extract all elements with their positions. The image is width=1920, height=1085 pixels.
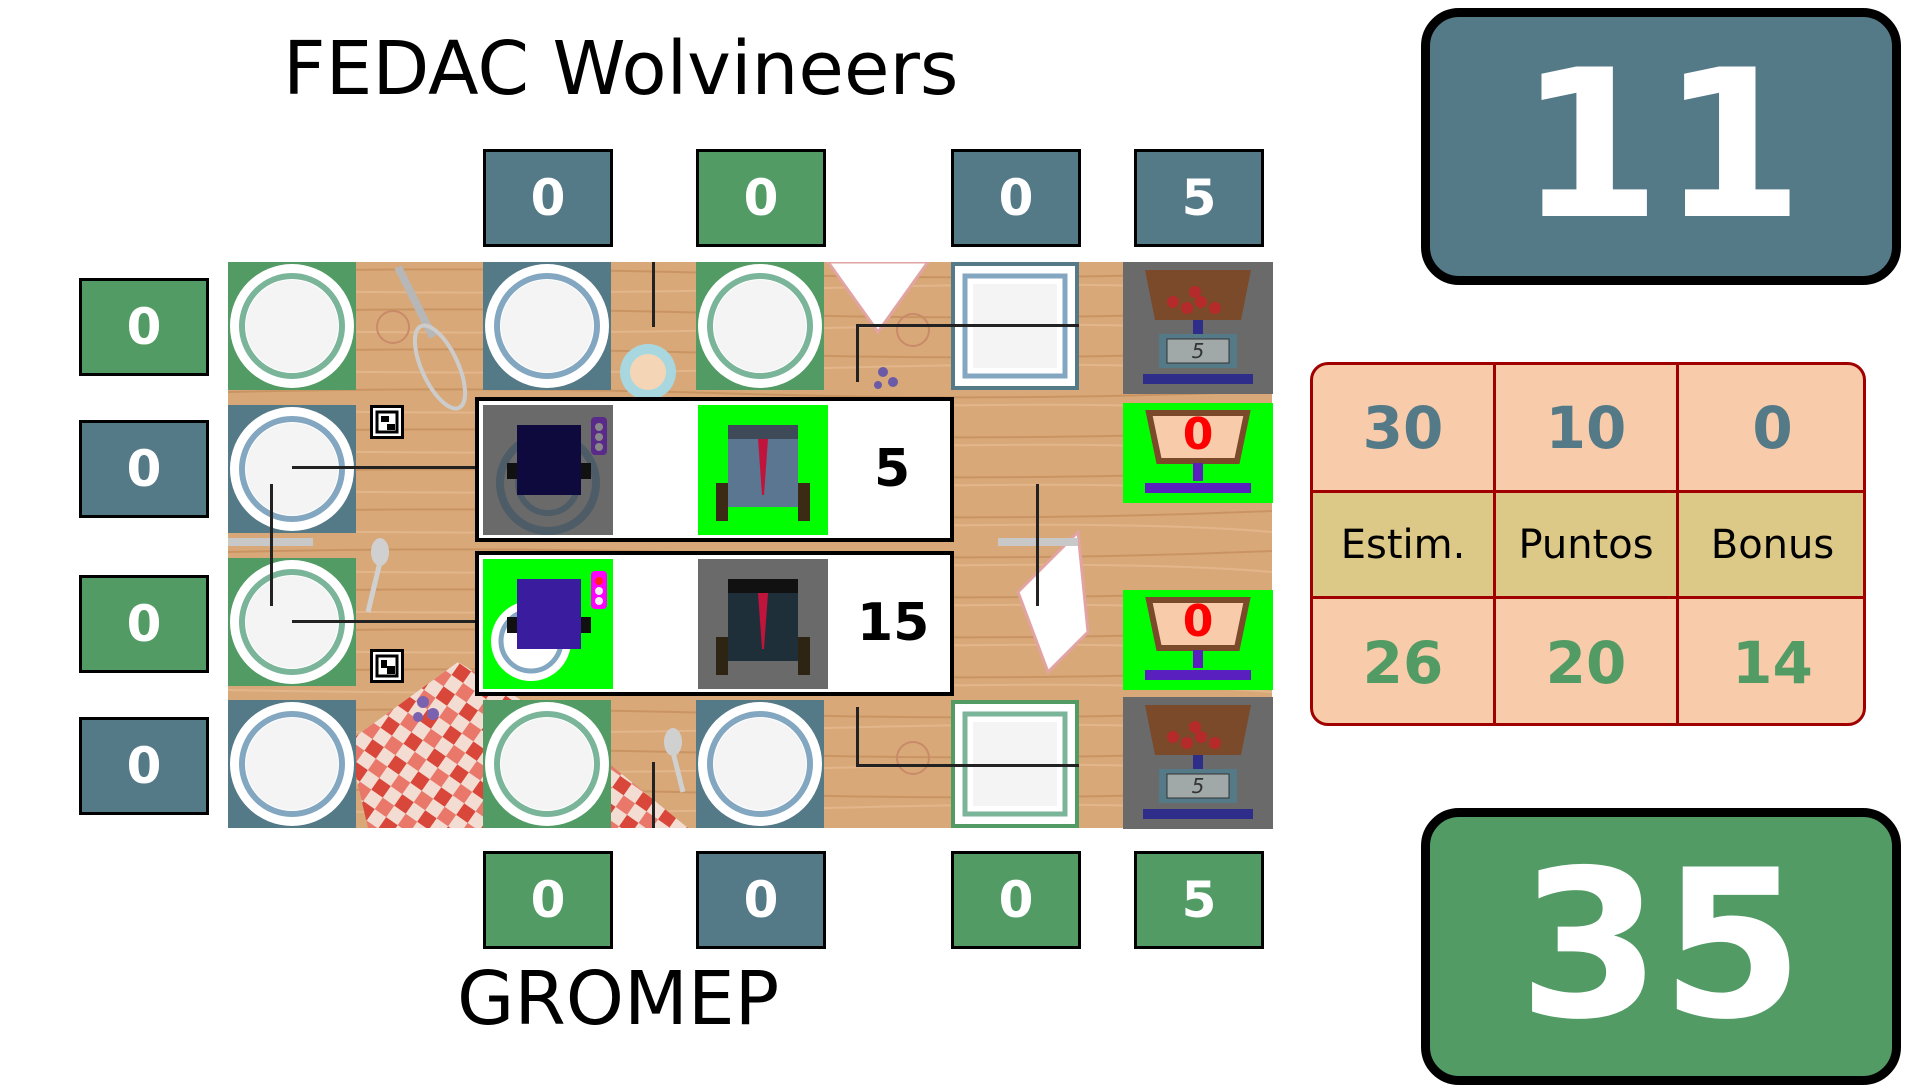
top-team-total-score: 11 [1421, 8, 1901, 285]
bottom-score-col-3: 0 [951, 851, 1081, 949]
left-score-row-1: 0 [79, 278, 209, 376]
robot-icon [716, 579, 810, 675]
robot-front-view-lower [698, 559, 828, 689]
scale-tile-top: 5 [1123, 262, 1273, 394]
svg-text:5: 5 [1192, 339, 1205, 363]
field-line [856, 324, 859, 382]
plate-icon [485, 264, 609, 388]
whisk-decoration [394, 265, 468, 411]
robot-panel-upper: 5 [475, 397, 954, 542]
plate-icon [230, 702, 354, 826]
top-score-col-4: 5 [1134, 149, 1264, 247]
plate-tile-r1c2 [483, 262, 611, 390]
stats-bottom-puntos: 20 [1496, 599, 1679, 723]
field-line [856, 707, 859, 765]
robot-top-view-upper [483, 405, 613, 535]
plate-tile-r4c3 [696, 700, 824, 828]
field-line [856, 764, 1079, 767]
plate-tile-r4c1 [228, 700, 356, 828]
robot-icon [496, 417, 607, 535]
scale-counter-upper-value: 0 [1182, 409, 1214, 460]
field-line [292, 466, 482, 469]
field-line [652, 262, 655, 327]
top-score-col-1: 0 [483, 149, 613, 247]
scale-counter-upper: 0 [1123, 403, 1273, 503]
plate-tile-r1c3 [696, 262, 824, 390]
robot-panel-lower: 15 [475, 551, 954, 696]
bottom-team-total-score: 35 [1421, 808, 1901, 1085]
bottom-score-col-2: 0 [696, 851, 826, 949]
bottom-score-col-4: 5 [1134, 851, 1264, 949]
plate-icon [230, 407, 354, 531]
field-line [1036, 484, 1039, 606]
stats-bottom-bonus: 14 [1732, 628, 1813, 697]
robot-score-upper: 5 [874, 439, 911, 499]
plate-icon [698, 264, 822, 388]
top-score-col-3: 0 [951, 149, 1081, 247]
stats-label-bonus: Bonus [1679, 493, 1863, 599]
plate-tile-r2c1 [228, 405, 356, 533]
robot-icon [716, 425, 810, 521]
fiducial-marker-icon [370, 405, 404, 439]
fiducial-marker-icon [370, 649, 404, 683]
bottom-score-col-1: 0 [483, 851, 613, 949]
left-score-row-3: 0 [79, 575, 209, 673]
scale-counter-lower: 0 [1123, 590, 1273, 690]
stats-top-estim: 30 [1313, 365, 1496, 493]
left-score-row-2: 0 [79, 420, 209, 518]
stats-label-estim: Estim. [1313, 493, 1496, 599]
stats-top-bonus: 0 [1679, 365, 1863, 493]
scale-icon: 5 [1143, 270, 1253, 384]
top-score-col-2: 0 [696, 149, 826, 247]
bottom-team-name: GROMEP [457, 956, 780, 1042]
left-score-row-4: 0 [79, 717, 209, 815]
plate-tile-r4c2 [483, 700, 611, 828]
plate-tile-r1c1 [228, 262, 356, 390]
field-line [270, 484, 273, 606]
stats-top-puntos: 10 [1496, 365, 1679, 493]
robot-top-view-lower [483, 559, 613, 689]
robot-icon [491, 571, 607, 681]
svg-text:5: 5 [1192, 774, 1205, 798]
playing-field [228, 262, 1272, 828]
scale-icon: 5 [1143, 705, 1253, 819]
scale-counter-lower-value: 0 [1182, 596, 1214, 647]
scale-tile-bottom: 5 [1123, 697, 1273, 829]
plate-icon [485, 702, 609, 826]
field-line [652, 762, 655, 828]
robot-front-view-upper [698, 405, 828, 535]
spoon-decoration [365, 538, 686, 793]
field-line [856, 324, 1079, 327]
stats-label-puntos: Puntos [1496, 493, 1679, 599]
stats-table: 30 10 0 Estim. Puntos Bonus 26 20 14 [1310, 362, 1866, 726]
scale-icon [1145, 410, 1251, 493]
plate-icon [698, 702, 822, 826]
plate-icon [230, 264, 354, 388]
field-line [292, 620, 482, 623]
top-team-name: FEDAC Wolvineers [283, 26, 959, 112]
scale-icon [1145, 597, 1251, 680]
robot-score-lower: 15 [857, 593, 930, 653]
stats-bottom-estim: 26 [1313, 599, 1496, 723]
